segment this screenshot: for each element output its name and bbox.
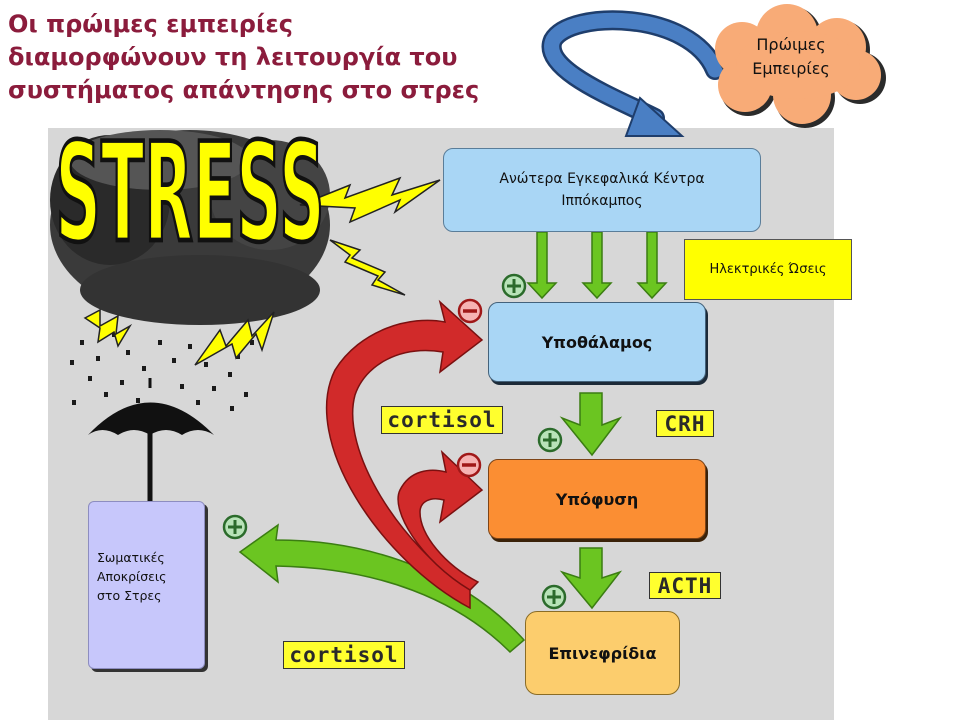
acth-label: ACTH: [649, 572, 721, 599]
early-experiences-cloud: [715, 4, 886, 128]
higher-brain-centers-box: Ανώτερα Εγκεφαλικά Κέντρα Ιππόκαμπος: [443, 148, 761, 232]
cortisol-label-feedback: cortisol: [381, 406, 503, 434]
early-experience-arrow: [541, 10, 725, 137]
stress-word: STRESS: [55, 114, 324, 273]
plus-icon-1: [501, 273, 527, 299]
early-experiences-label: Πρώιμες Εμπειρίες: [722, 33, 860, 81]
page-title: Οι πρώιμες εμπειρίες διαμορφώνουν τη λει…: [8, 8, 528, 107]
somatic-responses-box: Σωματικές Αποκρίσεις στο Στρες: [88, 501, 205, 669]
cortex-label-line-2: Ιππόκαμπος: [561, 193, 643, 209]
somatic-label-line-2: Αποκρίσεις: [97, 569, 167, 584]
plus-icon-2: [537, 427, 563, 453]
somatic-label-line-1: Σωματικές: [97, 550, 165, 565]
storm-cloud: [50, 130, 330, 325]
electrical-pulses-box: Ηλεκτρικές Ώσεις: [684, 239, 852, 300]
plus-icon-3: [541, 584, 567, 610]
adrenal-label: Επινεφρίδια: [548, 643, 657, 663]
electrical-pulses-label: Ηλεκτρικές Ώσεις: [709, 262, 827, 277]
plus-icon-4: [222, 514, 248, 540]
cortisol-feedback-arrows: [325, 299, 484, 610]
hypothalamus-label: Υποθάλαμος: [541, 332, 653, 352]
secretion-arrows: [559, 392, 623, 610]
pituitary-label: Υπόφυση: [555, 489, 639, 509]
minus-icon-2: [456, 452, 482, 478]
pituitary-box: Υπόφυση: [488, 459, 706, 539]
crh-label: CRH: [656, 410, 714, 437]
cloud-label-line-2: Εμπειρίες: [752, 59, 830, 78]
title-line-3: συστήματος απάντησης στο στρες: [8, 76, 480, 104]
cloud-label-line-1: Πρώιμες: [756, 35, 826, 54]
title-line-2: διαμορφώνουν τη λειτουργία του: [8, 43, 458, 71]
cortisol-to-body-arrow: [238, 523, 526, 654]
title-line-1: Οι πρώιμες εμπειρίες: [8, 10, 293, 38]
somatic-label-line-3: στο Στρες: [97, 588, 162, 603]
rain-drops: [70, 332, 254, 411]
adrenal-box: Επινεφρίδια: [525, 611, 680, 695]
cortisol-label-body: cortisol: [283, 641, 405, 669]
lightning-bolts: [83, 176, 441, 366]
electrical-pulse-arrows: [526, 231, 668, 300]
hypothalamus-box: Υποθάλαμος: [488, 302, 706, 382]
cortex-label-line-1: Ανώτερα Εγκεφαλικά Κέντρα: [499, 171, 705, 187]
minus-icon-1: [457, 298, 483, 324]
